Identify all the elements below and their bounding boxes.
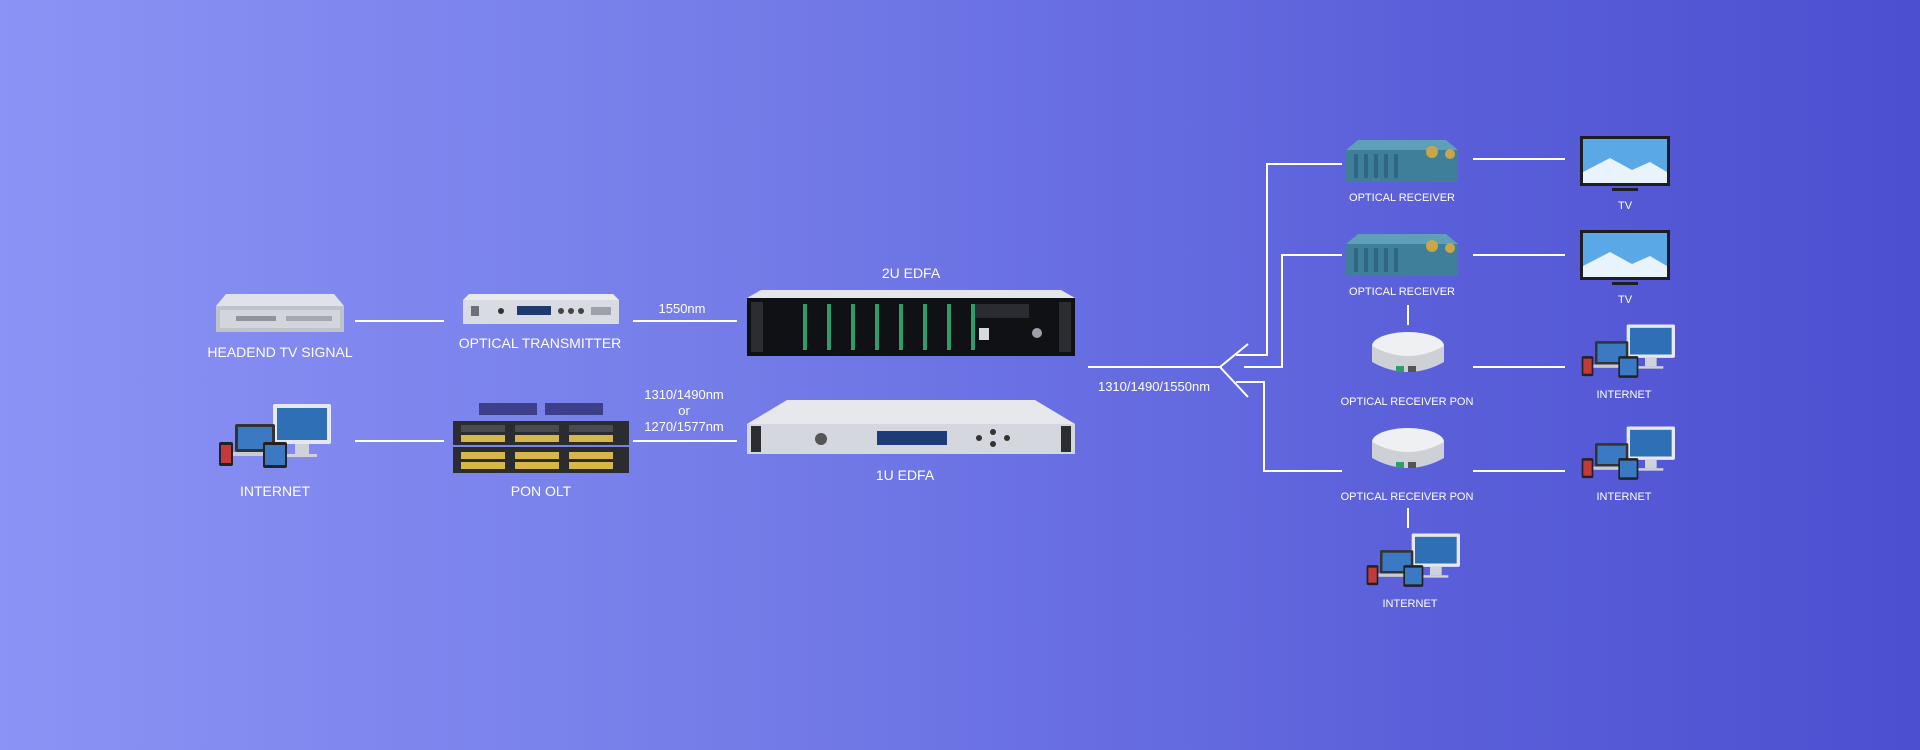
label-wavelength-pon-3: 1270/1577nm (644, 419, 724, 434)
label-tv-2: TV (1617, 294, 1633, 306)
label-internet-right-3: INTERNET (1382, 598, 1438, 610)
devices-icon (1580, 322, 1680, 382)
branch-rx-pon2 (1236, 381, 1342, 472)
pon-receiver-icon (1366, 426, 1450, 480)
label-optical-receiver-1: OPTICAL RECEIVER (1349, 192, 1455, 204)
label-pon-olt: PON OLT (510, 483, 572, 499)
branch-rx1 (1236, 163, 1342, 356)
devices-icon (1580, 424, 1680, 484)
label-internet-right-2: INTERNET (1596, 491, 1652, 503)
label-optical-receiver-pon-1: OPTICAL RECEIVER PON (1340, 396, 1474, 408)
label-1u-edfa: 1U EDFA (875, 467, 935, 483)
optical-receiver-icon (1346, 136, 1458, 186)
label-wavelength-pon-2: or (678, 403, 690, 418)
devices-icon (217, 402, 337, 472)
edfa-2u-icon (747, 288, 1075, 358)
label-wavelength-output: 1310/1490/1550nm (1097, 379, 1211, 394)
edfa-1u-icon (747, 398, 1075, 458)
splitter-triangle (1218, 343, 1249, 398)
label-optical-receiver-2: OPTICAL RECEIVER (1349, 286, 1455, 298)
server-icon (216, 286, 346, 336)
label-internet-left: INTERNET (240, 483, 310, 499)
label-tv-1: TV (1617, 200, 1633, 212)
label-optical-transmitter: OPTICAL TRANSMITTER (458, 335, 622, 351)
connection-lines (355, 158, 1565, 528)
pon-receiver-icon (1366, 330, 1450, 384)
label-wavelength-pon-1: 1310/1490nm (644, 387, 724, 402)
tv-icon (1580, 136, 1670, 196)
label-optical-receiver-pon-2: OPTICAL RECEIVER PON (1340, 491, 1474, 503)
label-2u-edfa: 2U EDFA (881, 265, 941, 281)
label-internet-right-1: INTERNET (1596, 389, 1652, 401)
olt-server-icon (453, 403, 629, 475)
label-headend: HEADEND TV SIGNAL (207, 344, 353, 360)
devices-icon (1365, 531, 1465, 591)
optical-receiver-icon (1346, 230, 1458, 280)
tv-icon (1580, 230, 1670, 290)
branch-rx2 (1244, 254, 1342, 368)
label-wavelength-1550: 1550nm (658, 301, 706, 316)
rack-transmitter-icon (463, 292, 619, 328)
